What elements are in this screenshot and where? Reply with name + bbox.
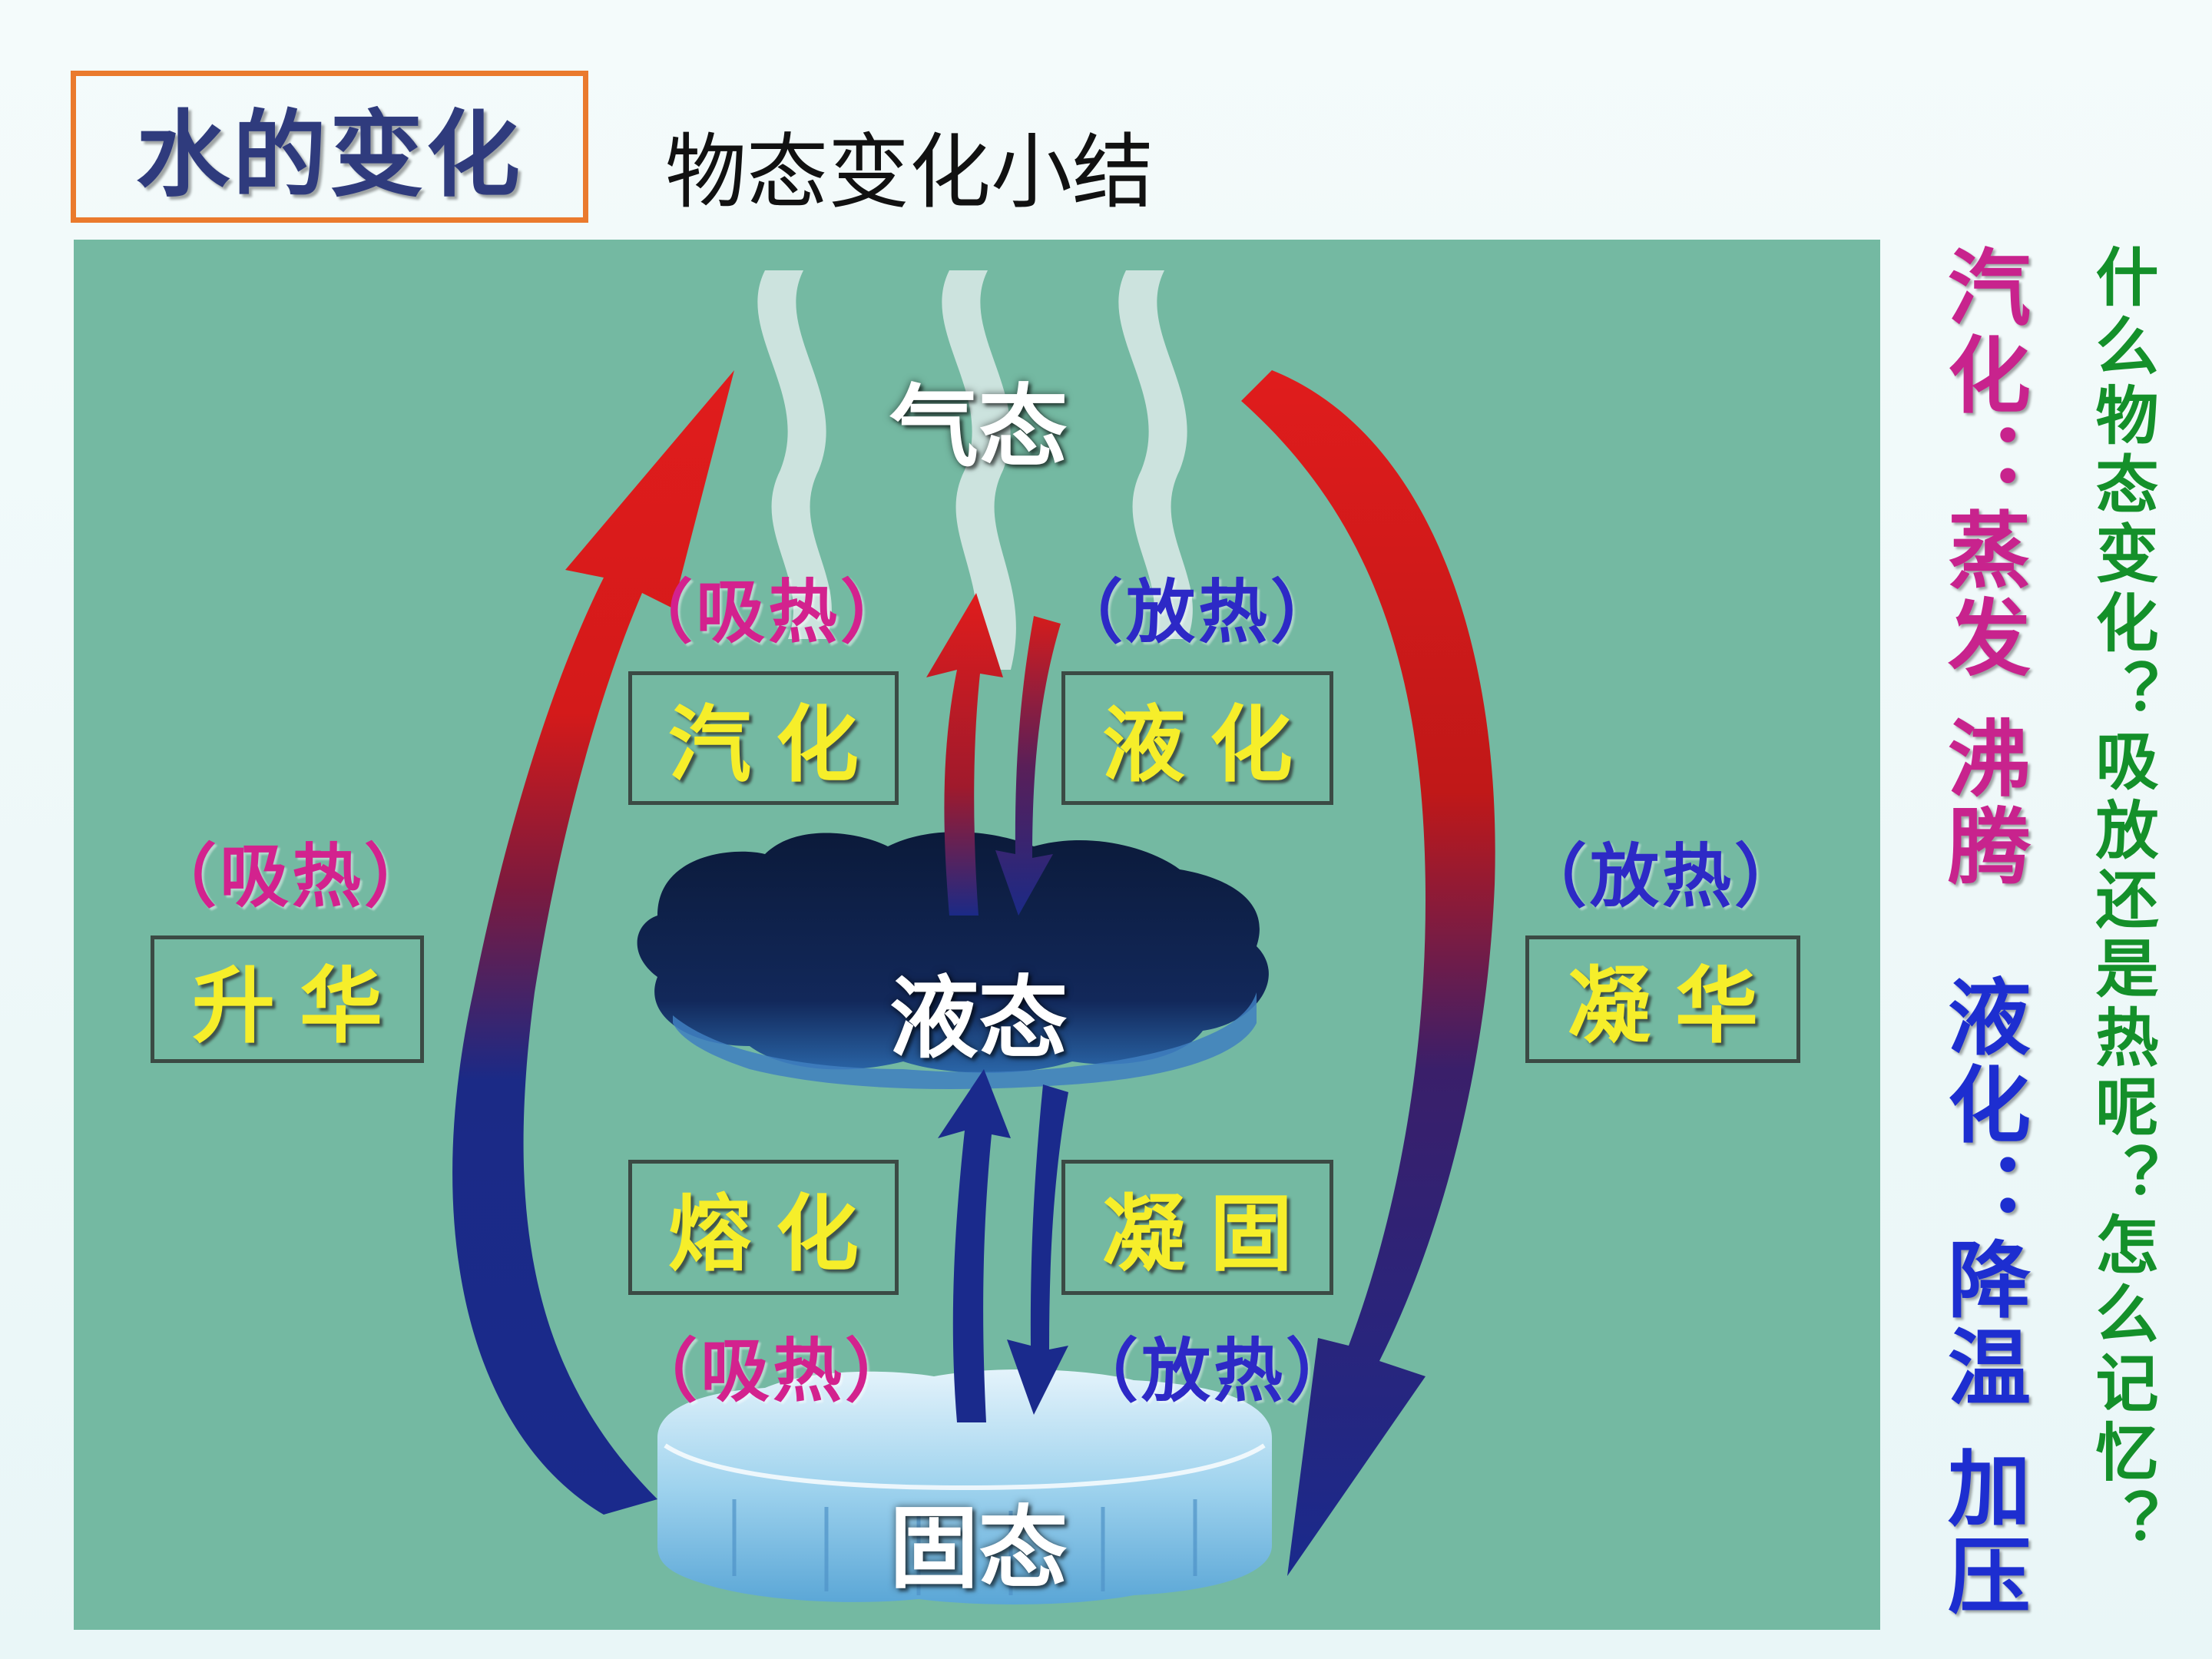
state-solid-label: 固态 [889,1497,1068,1601]
melting-arrow [938,1069,1011,1422]
liquid-water-graphic [637,832,1269,1089]
process-deposition-box: 凝华 [1525,935,1800,1063]
process-sublimation-label: 升华 [191,959,407,1055]
process-solidification-label: 凝固 [1101,1187,1317,1283]
page-title: 水的变化 [136,100,523,210]
process-sublimation-box: 升华 [151,935,424,1063]
liquefaction-note: 液化：降温 加压 [1934,974,2030,1621]
title-box: 水的变化 [71,71,588,223]
steam-graphic [757,270,1193,670]
solidification-heat-label: （放热） [1069,1331,1358,1412]
state-liquid-label: 液态 [889,967,1068,1071]
process-deposition-label: 凝华 [1567,959,1783,1055]
vaporization-heat-label: （吸热） [624,572,912,653]
process-liquefaction-box: 液化 [1061,671,1333,805]
process-melting-box: 熔化 [628,1160,899,1295]
question-note: 什么物态变化？吸放还是热呢？怎么记忆？ [2085,244,2157,1558]
state-change-diagram: 气态 液态 固态 汽化 液化 升华 凝华 熔化 凝固 （吸热） （放热） （吸热… [74,240,1880,1630]
vaporization-note: 汽化：蒸发 沸腾 [1934,244,2030,891]
deposition-heat-label: （放热） [1518,836,1806,917]
solidification-arrow [1007,1084,1068,1415]
process-solidification-box: 凝固 [1061,1160,1333,1295]
liquefaction-arrow [995,616,1061,916]
sublimation-arrow [452,370,734,1515]
sublimation-heat-label: （吸热） [147,836,436,917]
process-vaporization-label: 汽化 [667,697,883,793]
state-gas-label: 气态 [889,376,1068,479]
deposition-arrow [1241,370,1495,1576]
process-liquefaction-label: 液化 [1101,697,1317,793]
vaporization-arrow [926,593,1003,916]
liquefaction-heat-label: （放热） [1054,572,1343,653]
diagram-graphics [452,270,1495,1604]
subtitle: 物态变化小结 [665,125,1154,220]
process-melting-label: 熔化 [667,1187,883,1283]
process-vaporization-box: 汽化 [628,671,899,805]
ice-graphic [657,1369,1272,1604]
melting-heat-label: （吸热） [628,1331,917,1412]
